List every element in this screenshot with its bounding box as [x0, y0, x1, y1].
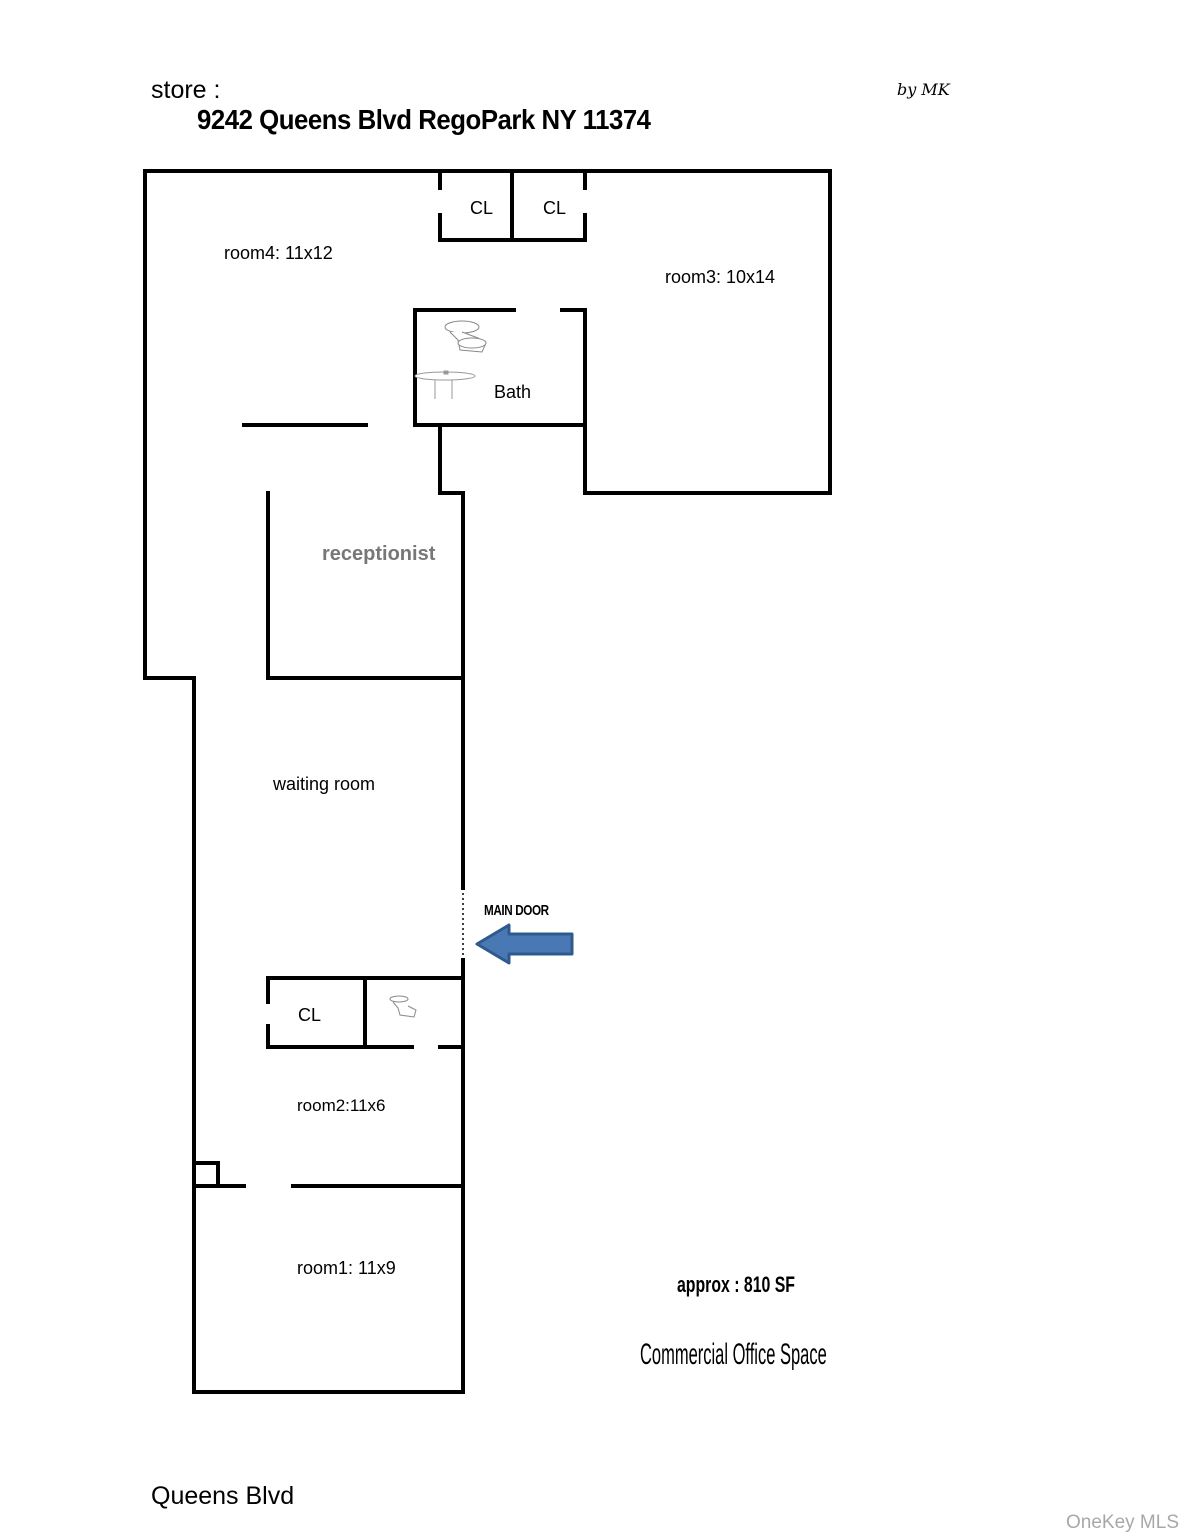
closet-1-label: CL — [470, 198, 494, 218]
toilet-icon — [444, 320, 487, 353]
author-byline: by MK — [897, 80, 950, 99]
watermark: OneKey MLS — [1066, 1512, 1179, 1533]
space-type-label: Commercial Office Space — [640, 1338, 827, 1371]
toilet-icon-small — [389, 995, 417, 1018]
receptionist-label: receptionist — [322, 543, 436, 565]
room1-label: room1: 11x9 — [297, 1258, 396, 1278]
room2-label: room2:11x6 — [297, 1096, 386, 1115]
property-address: 9242 Queens Blvd RegoPark NY 11374 — [197, 104, 651, 135]
street-label: Queens Blvd — [151, 1482, 295, 1510]
waiting-room-label: waiting room — [273, 774, 376, 794]
room4-label: room4: 11x12 — [224, 243, 333, 263]
arrow-left-icon — [475, 923, 574, 965]
area-label: approx : 810 SF — [677, 1272, 795, 1297]
closet-2-label: CL — [543, 198, 567, 218]
store-label: store : — [151, 76, 221, 104]
main-door-label: MAIN DOOR — [484, 902, 549, 919]
sink-icon — [414, 370, 476, 399]
bath-label: Bath — [494, 382, 532, 402]
room3-label: room3: 10x14 — [665, 267, 776, 287]
closet-3-label: CL — [298, 1005, 322, 1025]
walls — [143, 169, 832, 1394]
